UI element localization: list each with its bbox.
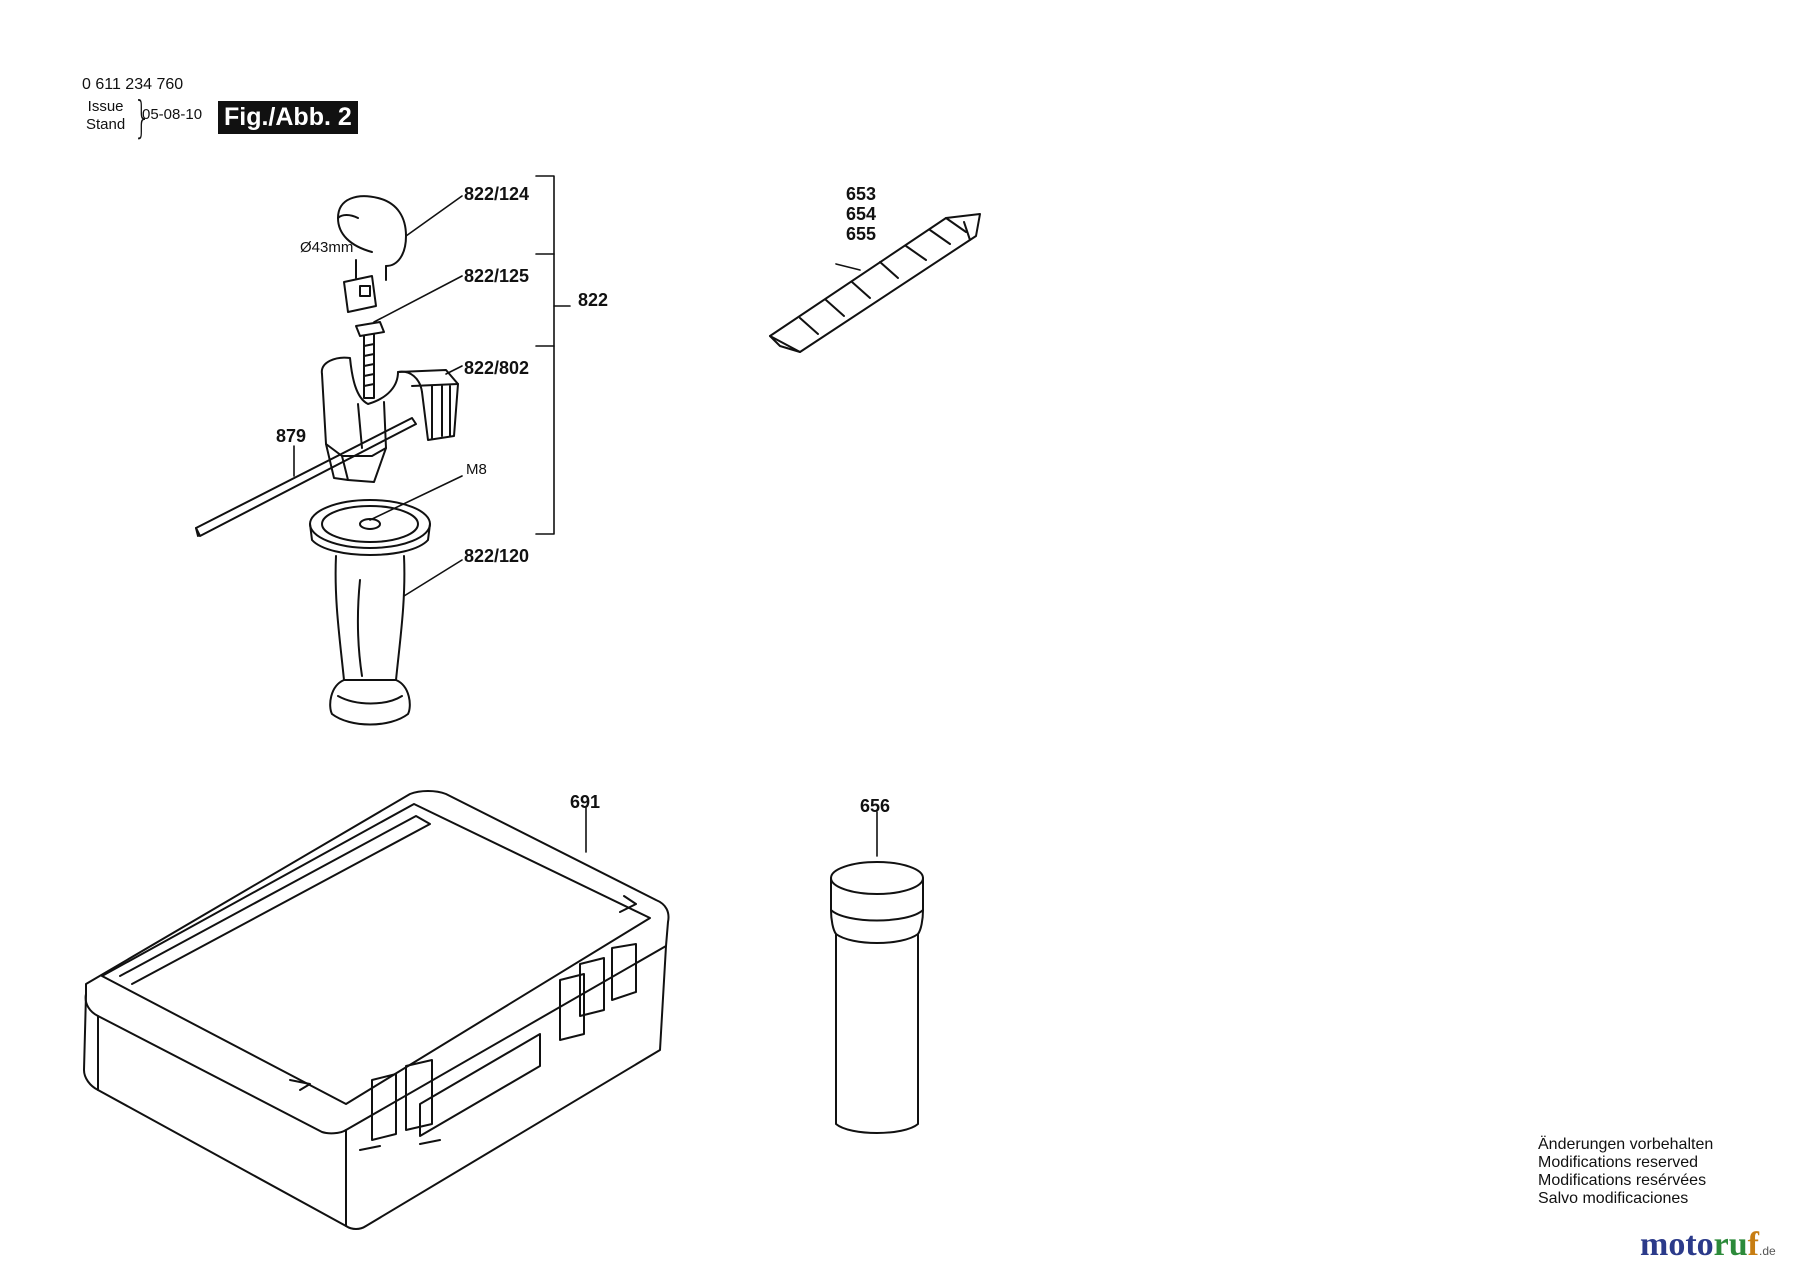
- callout-m8: M8: [466, 461, 487, 478]
- handle-bracket-822-802: [320, 356, 459, 483]
- callout-653: 653: [846, 184, 876, 204]
- grease-tube-656: [830, 861, 924, 1134]
- issue-label: Issue: [87, 98, 124, 115]
- stand-label: Stand: [86, 116, 126, 133]
- disclaimer-es: Salvo modificaciones: [1538, 1190, 1689, 1207]
- callout-822-124: 822/124: [464, 184, 529, 204]
- callout-654: 654: [846, 204, 876, 224]
- screw-822-125: [355, 321, 385, 399]
- callout-691: 691: [570, 792, 600, 812]
- callout-822-802: 822/802: [464, 358, 529, 378]
- depth-rod-879: [195, 417, 417, 537]
- callout-656: 656: [860, 796, 890, 816]
- figure-label: Fig./Abb. 2: [218, 101, 358, 134]
- drill-bit-653-654-655: [769, 213, 981, 353]
- issue-date: 05-08-10: [142, 106, 203, 123]
- callout-822-125: 822/125: [464, 266, 529, 286]
- watermark-part-c: f: [1747, 1226, 1759, 1263]
- disclaimer-en: Modifications reserved: [1538, 1154, 1699, 1171]
- issue-stand-label: Issue Stand: [86, 98, 125, 134]
- diameter-label: Ø43mm: [300, 239, 353, 256]
- leader-lines: [293, 175, 878, 857]
- disclaimer-fr: Modifications resérvées: [1538, 1172, 1707, 1189]
- watermark-part-d: .de: [1758, 1244, 1776, 1258]
- callout-822-120: 822/120: [464, 546, 529, 566]
- carrying-case-691: [83, 790, 670, 1230]
- callout-822: 822: [578, 290, 608, 310]
- watermark-part-b: ru: [1713, 1226, 1748, 1263]
- watermark-part-a: moto: [1640, 1226, 1714, 1263]
- callout-655: 655: [846, 224, 876, 244]
- clamp-ring-822-124: [337, 195, 407, 313]
- brace-glyph: }: [133, 92, 151, 143]
- disclaimer-de: Änderungen vorbehalten: [1538, 1136, 1714, 1153]
- modifications-disclaimer: Änderungen vorbehalten Modifications res…: [1538, 1136, 1713, 1208]
- callout-879: 879: [276, 426, 306, 446]
- part-number: 0 611 234 760: [82, 76, 184, 93]
- side-handle-822-120: [309, 499, 431, 726]
- watermark-logo: motoruf.de: [1640, 1226, 1776, 1264]
